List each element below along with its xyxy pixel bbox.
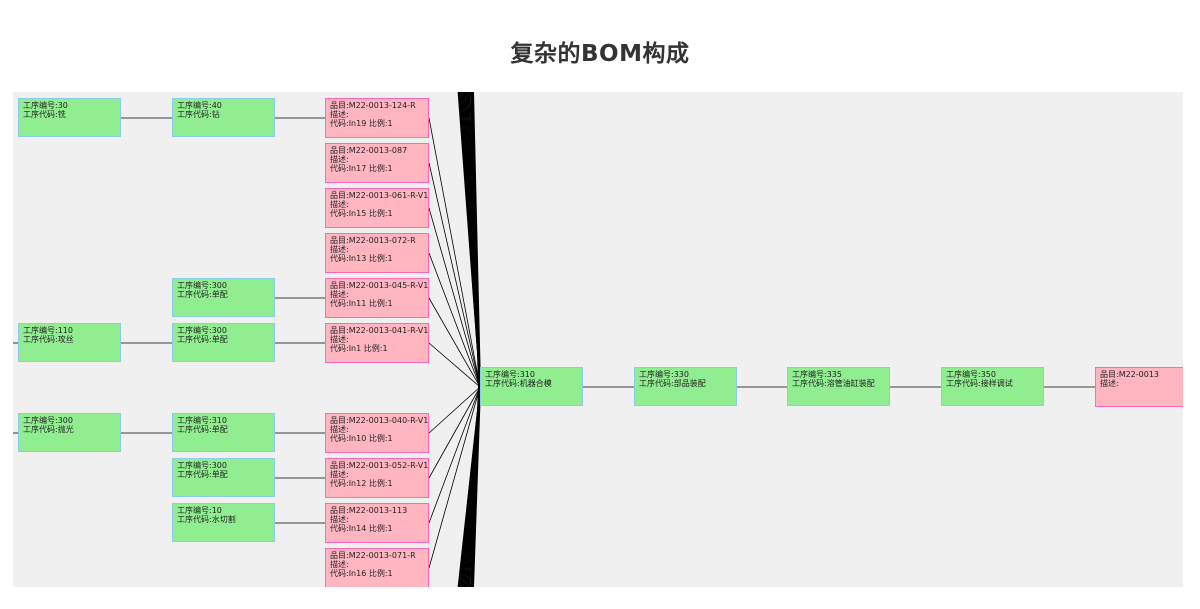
fan-line xyxy=(428,386,481,479)
fan-line xyxy=(428,386,481,434)
fan-line xyxy=(428,162,481,388)
fan-line xyxy=(428,117,481,388)
fan-line xyxy=(428,207,481,388)
fan-line xyxy=(428,252,481,388)
connector-lines xyxy=(13,92,1095,587)
fan-line xyxy=(428,386,481,524)
fan-line xyxy=(428,297,481,388)
fan-line xyxy=(428,342,481,388)
fan-band xyxy=(470,92,481,587)
page-title: 复杂的BOM构成 xyxy=(510,41,690,67)
fan-line xyxy=(428,386,481,569)
